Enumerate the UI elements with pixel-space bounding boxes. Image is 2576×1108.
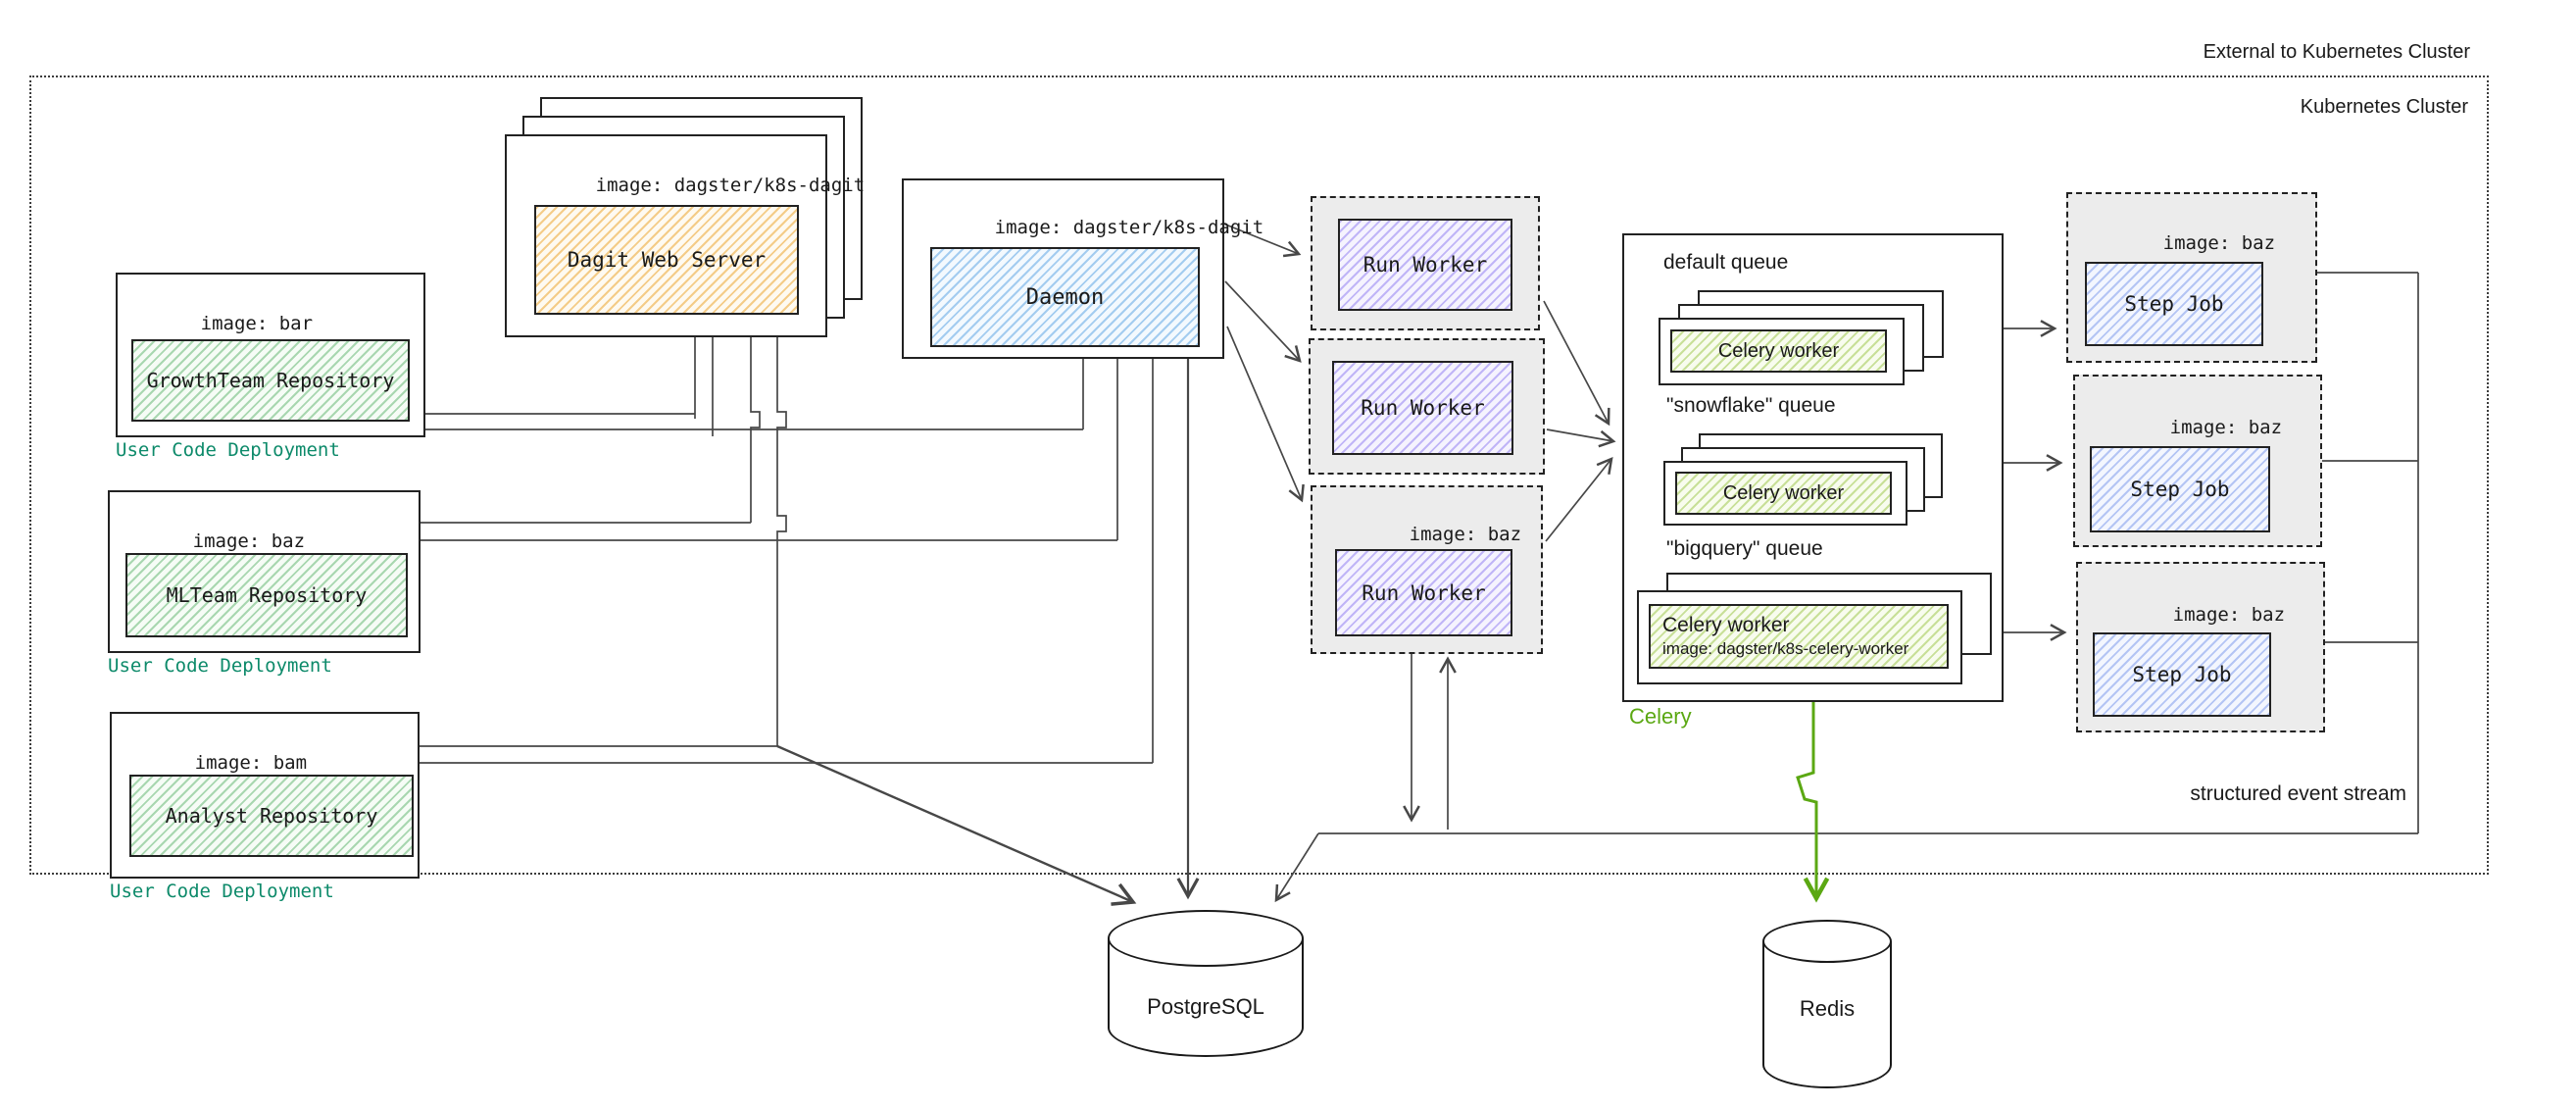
celery-worker-pod-snowflake[interactable]: Celery worker (1663, 461, 1907, 526)
run-worker-box[interactable]: Run Worker (1332, 361, 1513, 455)
user-code-deployment-caption: User Code Deployment (110, 881, 334, 902)
user-code-deployment-growthteam[interactable]: image: bar py3.7 tag: 5 GrowthTeam Repos… (116, 273, 425, 437)
kubernetes-cluster-boundary (29, 76, 2489, 875)
run-worker-pod-3[interactable]: image: baz tag: 6 Run Worker (1311, 485, 1543, 654)
run-worker-box[interactable]: Run Worker (1335, 549, 1512, 636)
celery-worker-box[interactable]: Celery worker (1670, 329, 1887, 373)
image-text: image: bar (200, 313, 314, 334)
dagit-web-server-box[interactable]: Dagit Web Server (534, 205, 799, 315)
image-text: image: dagster/k8s-dagit (595, 175, 866, 196)
daemon-box[interactable]: Daemon (930, 247, 1200, 347)
postgresql-database[interactable]: PostgreSQL (1108, 910, 1304, 1057)
snowflake-queue-label: "snowflake" queue (1666, 394, 1836, 417)
user-code-deployment-mlteam[interactable]: image: baz py3.6 tag: 6 MLTeam Repositor… (108, 490, 421, 653)
redis-label: Redis (1799, 996, 1856, 1021)
daemon-pod[interactable]: image: dagster/k8s-dagit tag: 0.11.0 Dae… (902, 178, 1263, 359)
image-text: image: baz (1409, 524, 1522, 545)
user-code-deployment-analyst[interactable]: image: bam py3.8 tag: latest Analyst Rep… (110, 712, 420, 879)
redis-cylinder-top (1762, 920, 1892, 963)
celery-worker-image: image: dagster/k8s-celery-worker (1662, 639, 1909, 658)
run-worker-pod-2[interactable]: Run Worker (1309, 338, 1545, 475)
celery-container[interactable]: default queue Celery worker "snowflake" … (1622, 233, 2004, 702)
daemon-label: Daemon (1025, 284, 1105, 310)
run-worker-box[interactable]: Run Worker (1338, 219, 1512, 311)
run-worker-label: Run Worker (1361, 396, 1485, 420)
image-text: image: baz (192, 530, 306, 552)
postgres-cylinder-top (1108, 910, 1304, 967)
external-cluster-label: External to Kubernetes Cluster (2203, 41, 2470, 63)
celery-worker-pod-default[interactable]: Celery worker (1659, 318, 1905, 385)
image-text: image: baz (2172, 604, 2286, 626)
repository-label: MLTeam Repository (166, 583, 368, 607)
celery-label: Celery (1629, 704, 1692, 729)
step-job-pod-1[interactable]: image: baz tag: 6 Step Job (2066, 192, 2317, 363)
celery-worker-box[interactable]: Celery worker image: dagster/k8s-celery-… (1649, 604, 1949, 669)
dagit-web-server-pod[interactable]: image: dagster/k8s-dagit tag: 0.11.0 Dag… (505, 134, 865, 337)
user-code-deployment-caption: User Code Deployment (116, 439, 340, 461)
postgres-label: PostgreSQL (1147, 994, 1264, 1019)
step-job-pod-3[interactable]: image: baz tag: 6 Step Job (2076, 562, 2325, 732)
analyst-repository-box[interactable]: Analyst Repository (129, 775, 414, 857)
step-job-label: Step Job (2124, 292, 2224, 316)
celery-worker-label: Celery worker (1722, 481, 1845, 504)
dagit-label: Dagit Web Server (567, 248, 767, 272)
celery-worker-label: Celery worker (1717, 339, 1840, 362)
step-job-label: Step Job (2130, 478, 2230, 501)
step-job-label: Step Job (2132, 663, 2232, 686)
kubernetes-cluster-label: Kubernetes Cluster (2300, 96, 2468, 118)
run-worker-pod-1[interactable]: Run Worker (1311, 196, 1540, 330)
image-text: image: dagster/k8s-dagit (994, 217, 1264, 238)
repository-label: GrowthTeam Repository (146, 369, 395, 392)
redis-database[interactable]: Redis (1762, 920, 1892, 1088)
step-job-box[interactable]: Step Job (2090, 446, 2270, 532)
image-text: image: bam (194, 752, 308, 774)
growthteam-repository-box[interactable]: GrowthTeam Repository (131, 339, 410, 422)
celery-worker-label: Celery worker (1662, 614, 1790, 636)
image-text: image: baz (2169, 417, 2283, 438)
step-job-box[interactable]: Step Job (2093, 632, 2271, 717)
bigquery-queue-label: "bigquery" queue (1666, 537, 1823, 560)
step-job-box[interactable]: Step Job (2085, 262, 2263, 346)
event-stream-label: structured event stream (2190, 782, 2406, 805)
run-worker-label: Run Worker (1362, 580, 1486, 605)
redis-cylinder-body (1762, 941, 1892, 1088)
celery-worker-box[interactable]: Celery worker (1675, 472, 1892, 515)
user-code-deployment-caption: User Code Deployment (108, 655, 332, 677)
default-queue-label: default queue (1663, 251, 1789, 274)
image-text: image: baz (2162, 232, 2276, 254)
mlteam-repository-box[interactable]: MLTeam Repository (125, 553, 408, 637)
celery-worker-pod-bigquery[interactable]: Celery worker image: dagster/k8s-celery-… (1637, 590, 1962, 684)
step-job-pod-2[interactable]: image: baz tag: 6 Step Job (2073, 375, 2322, 547)
repository-label: Analyst Repository (165, 804, 378, 828)
run-worker-label: Run Worker (1362, 253, 1488, 277)
